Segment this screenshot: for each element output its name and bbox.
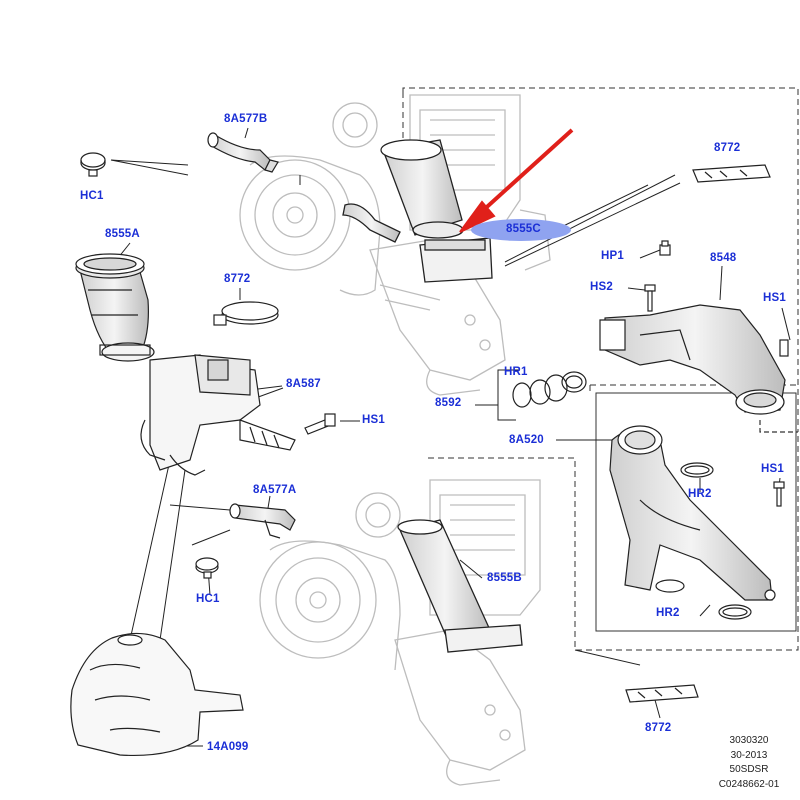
pipe-8a577b [207, 132, 279, 173]
label-hs1-mid: HS1 [362, 414, 385, 426]
clamp-8772-top-right [692, 164, 771, 183]
label-hc1-top: HC1 [80, 190, 104, 202]
label-8592: 8592 [435, 397, 462, 409]
stamp-line-2: 30-2013 [730, 749, 768, 761]
label-hc1-bottom: HC1 [196, 593, 220, 605]
label-8772-top-right: 8772 [714, 142, 741, 154]
hose-8555a [75, 253, 155, 362]
hp1-fastener [659, 240, 671, 256]
clamp-8772-bottom [625, 684, 699, 703]
hr2-seal-rings [655, 462, 752, 620]
cover-14a099 [70, 632, 244, 756]
stamp-line-3: 50SDSR [729, 764, 769, 775]
label-highlight [471, 219, 571, 241]
hose-8555b [397, 519, 523, 653]
label-hs1-right-top: HS1 [763, 292, 786, 304]
clamp-8772-left [213, 301, 279, 326]
hc1-clamp-top [80, 152, 106, 177]
label-8772-bottom: 8772 [645, 722, 672, 734]
label-8555a: 8555A [105, 228, 140, 240]
hose-8555c [342, 139, 493, 283]
label-hr2-upper: HR2 [688, 488, 712, 500]
label-8548: 8548 [710, 252, 737, 264]
hose-8a520 [609, 425, 776, 601]
hs1-bolt-right-low [773, 481, 785, 507]
hs2-bolt [644, 284, 656, 312]
label-hs1-right-low: HS1 [761, 463, 784, 475]
valve-8a587 [140, 354, 296, 476]
pipe-8548 [599, 304, 798, 433]
hr1-seal-rings [512, 371, 587, 408]
hose-kit-box [595, 392, 797, 632]
label-8a577b: 8A577B [224, 113, 268, 125]
label-hr1: HR1 [504, 366, 528, 378]
label-14a099: 14A099 [207, 741, 249, 753]
label-8a520: 8A520 [509, 434, 544, 446]
hs1-screw-mid [304, 413, 336, 435]
label-hs2: HS2 [590, 281, 613, 293]
label-8555c: 8555C [506, 223, 541, 235]
engine-ghost-upper [239, 94, 551, 396]
label-hr2-lower: HR2 [656, 607, 680, 619]
stamp-line-1: 3030320 [729, 735, 769, 746]
pointer-arrow-icon [459, 128, 574, 233]
label-8772-top-left: 8772 [224, 273, 251, 285]
reference-stamp: 3030320 30-2013 50SDSR C0248662-01 [704, 734, 794, 792]
label-hp1: HP1 [601, 250, 624, 262]
pipe-8a577a [229, 503, 296, 539]
hc1-clamp-bottom [195, 557, 219, 579]
label-8a587: 8A587 [286, 378, 321, 390]
label-8555b: 8555B [487, 572, 522, 584]
stamp-line-4: C0248662-01 [718, 778, 780, 790]
label-8a577a: 8A577A [253, 484, 297, 496]
